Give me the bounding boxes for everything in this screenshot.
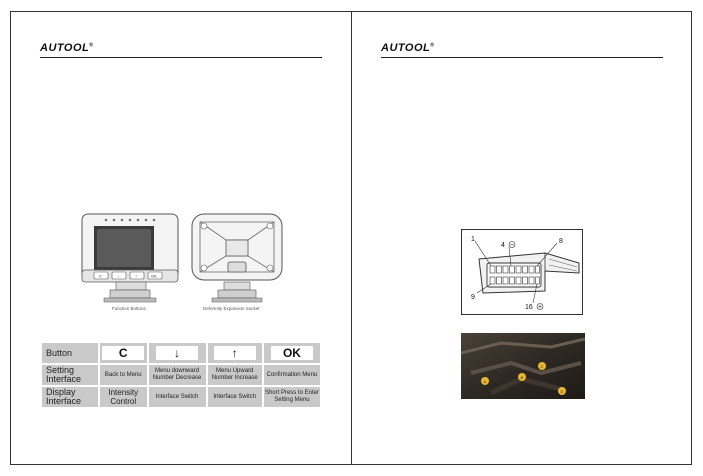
label-pin-1: 1: [471, 236, 475, 243]
location-marker-label: B: [521, 375, 524, 380]
device-back-image: [191, 213, 283, 303]
location-marker-label: D: [561, 389, 564, 394]
label-pin-8: 8: [559, 238, 563, 245]
row-label-display: Display Interface: [42, 387, 98, 407]
label-pin-4: 4: [501, 242, 505, 249]
label-pin-9: 9: [471, 294, 475, 301]
logo-mark: ®: [430, 42, 435, 49]
dashboard-location-photo: A B C D: [461, 333, 585, 399]
location-marker-label: C: [541, 364, 544, 369]
plus-icon: [538, 304, 542, 309]
location-marker-label: A: [484, 379, 487, 384]
cell-setting-c: Back to Menu: [100, 365, 147, 385]
logo-text: AUTOOL: [40, 42, 90, 54]
svg-text:↓: ↓: [117, 274, 119, 279]
header-rule-left: [40, 57, 322, 58]
logo-text: AUTOOL: [381, 42, 431, 54]
label-pin-16: 16: [525, 304, 533, 311]
button-function-table: Button C ↓ ↑ OK Setting Interface Back t…: [40, 341, 322, 409]
table-row: Display Interface Intensity Control Inte…: [42, 387, 320, 407]
key-down: ↓: [156, 346, 199, 360]
key-ok: OK: [270, 346, 313, 360]
autool-logo-left: AUTOOL®: [40, 42, 93, 54]
autool-logo-right: AUTOOL®: [381, 42, 434, 54]
key-up: ↑: [213, 346, 256, 360]
table-header-label: Button: [42, 343, 98, 363]
key-c: C: [102, 346, 145, 360]
svg-text:OK: OK: [151, 274, 157, 279]
caption-function-buttons: Function Buttons: [112, 306, 146, 311]
logo-mark: ®: [89, 42, 94, 49]
obd-connector-diagram: 1 4 8 9 16: [461, 229, 583, 315]
cell-display-down: Interface Switch: [148, 387, 206, 407]
svg-text:C: C: [99, 274, 102, 279]
cell-setting-ok: Confirmation Menu: [263, 365, 320, 385]
device-front-image: C ↓ ↑ OK: [81, 213, 179, 303]
svg-text:↑: ↑: [135, 274, 137, 279]
table-row: Setting Interface Back to Menu Menu down…: [42, 365, 320, 385]
page-divider: [351, 11, 352, 465]
cell-display-up: Interface Switch: [207, 387, 262, 407]
cell-display-c: Intensity Control: [100, 387, 147, 407]
table-header-row: Button C ↓ ↑ OK: [42, 343, 320, 363]
row-label-setting: Setting Interface: [42, 365, 98, 385]
location-marker: [558, 387, 566, 395]
location-marker: [518, 373, 526, 381]
caption-expansion-socket: Deformity Expansion Socket: [203, 306, 260, 311]
cell-setting-down: Menu downward Number Decrease: [148, 365, 206, 385]
cell-setting-up: Menu Upward Number Increase: [207, 365, 262, 385]
header-rule-right: [381, 57, 663, 58]
location-marker: [481, 377, 489, 385]
cell-display-ok: Short Press to Enter Setting Menu: [263, 387, 320, 407]
location-marker: [538, 362, 546, 370]
